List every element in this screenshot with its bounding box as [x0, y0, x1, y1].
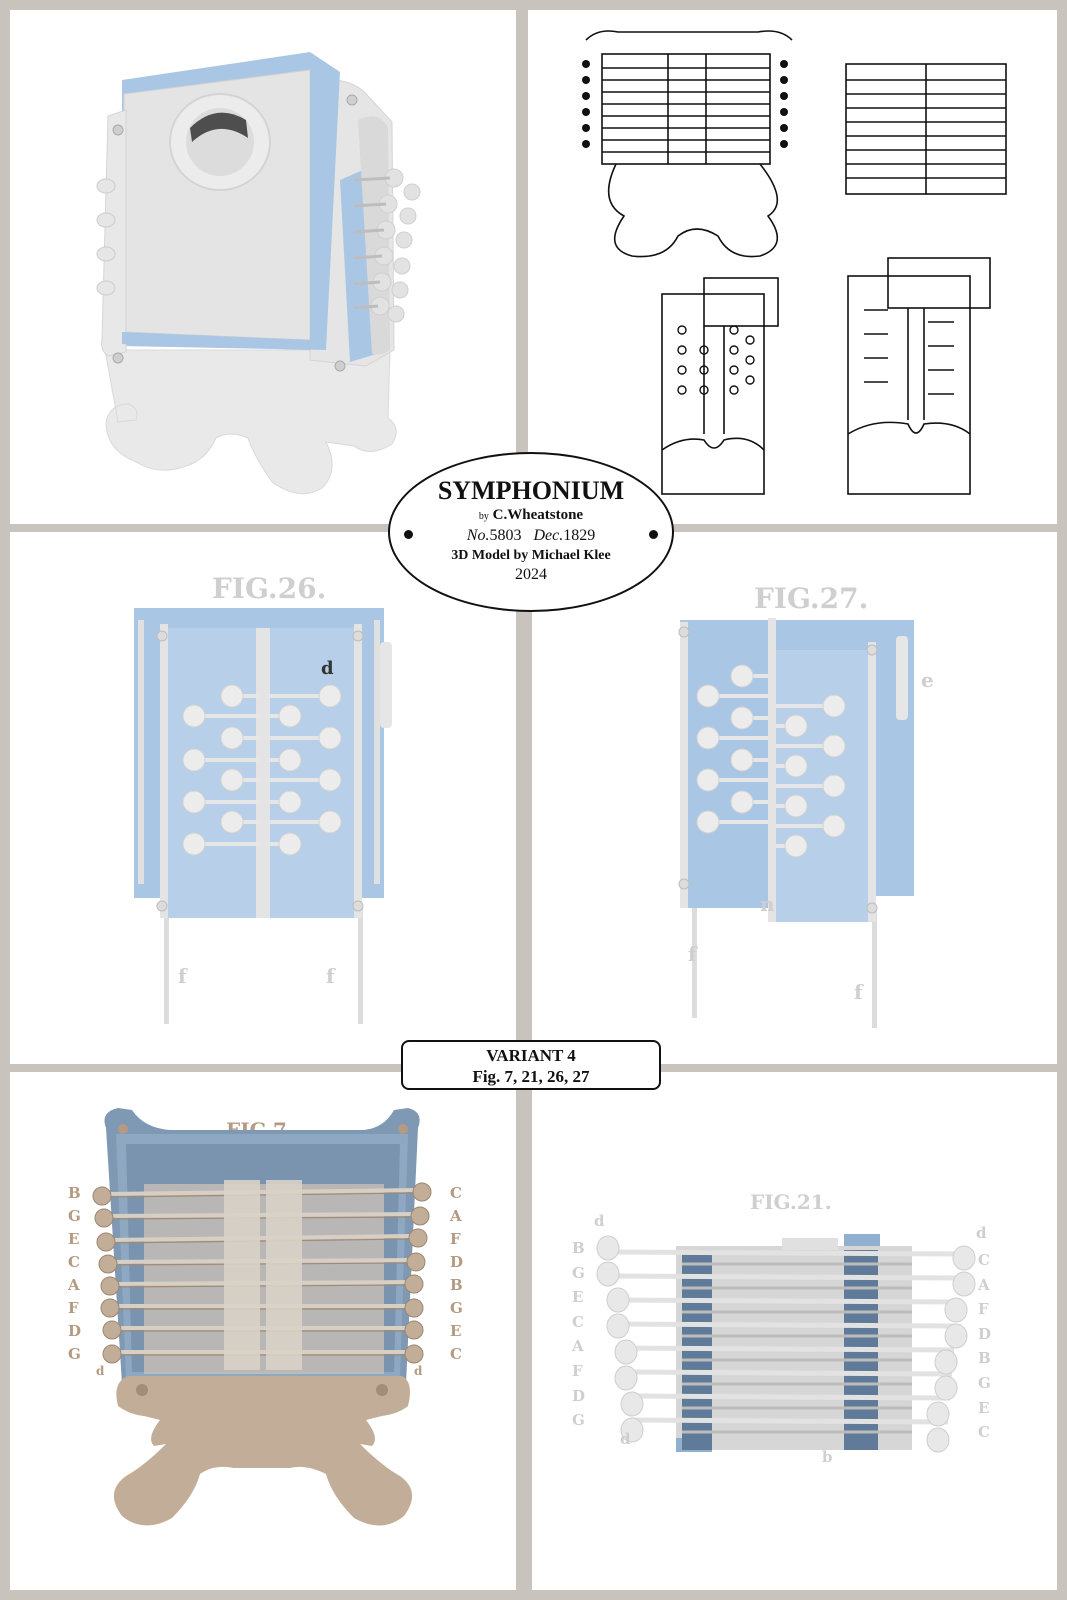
fig7-note-right: F — [450, 1228, 463, 1251]
fig21-note-right: B — [978, 1346, 991, 1371]
cartouche-author-name: C.Wheatstone — [493, 507, 583, 523]
fig21-note-left: G — [572, 1408, 585, 1433]
fig7-label-d-left: d — [96, 1364, 104, 1378]
panel-3d-model — [10, 10, 516, 524]
fig27-label-n: n — [760, 892, 775, 916]
fig26-render — [10, 532, 516, 1064]
cartouche-patent: No.5803 Dec.1829 — [390, 526, 672, 546]
fig7-note-right: A — [450, 1205, 463, 1228]
fig21-note-left: D — [572, 1384, 585, 1409]
variant-title: VARIANT 4 — [403, 1045, 659, 1066]
fig7-note-right: G — [450, 1297, 463, 1320]
title-cartouche: SYMPHONIUM by C.Wheatstone No.5803 Dec.1… — [388, 452, 674, 612]
fig27-label-f-right: f — [854, 980, 863, 1004]
fig7-note-right: C — [450, 1343, 463, 1366]
fig7-note-left: G — [68, 1343, 81, 1366]
fig7-note-right: B — [450, 1274, 463, 1297]
cartouche-author: by C.Wheatstone — [390, 506, 672, 526]
fig7-note-left: E — [68, 1228, 81, 1251]
fig21-note-right: G — [978, 1371, 991, 1396]
fig7-notes-right: C A F D B G E C — [450, 1182, 463, 1366]
fig26-label-f-right: f — [326, 964, 335, 988]
cartouche-dot-right — [649, 530, 658, 539]
variant-figures: Fig. 7, 21, 26, 27 — [403, 1066, 659, 1087]
fig21-note-left: C — [572, 1310, 585, 1335]
cartouche-title: SYMPHONIUM — [390, 476, 672, 506]
fig21-label-b: b — [822, 1448, 833, 1466]
fig26-label-f-left: f — [178, 964, 187, 988]
cartouche-number-prefix: No. — [467, 527, 490, 544]
fig7-note-left: F — [68, 1297, 81, 1320]
fig7-note-right: E — [450, 1320, 463, 1343]
fig7-note-left: G — [68, 1205, 81, 1228]
fig26-label-d: d — [321, 658, 334, 679]
fig21-label-d-bottom: d — [620, 1430, 631, 1448]
fig21-notes-left: B G E C A F D G — [572, 1236, 585, 1433]
fig21-label-d-top-right: d — [976, 1224, 987, 1242]
panel-fig27: FIG.27. — [532, 532, 1057, 1064]
fig21-note-right: D — [978, 1322, 991, 1347]
fig7-note-left: C — [68, 1251, 81, 1274]
cartouche-date-prefix: Dec. — [533, 527, 563, 544]
panel-fig7: FIG.7. — [10, 1072, 516, 1590]
patent-line-drawings — [528, 10, 1057, 524]
fig27-render — [532, 532, 1057, 1064]
fig21-note-right: F — [978, 1297, 991, 1322]
cartouche-by: by — [479, 511, 489, 522]
variant-box: VARIANT 4 Fig. 7, 21, 26, 27 — [401, 1040, 661, 1090]
fig21-note-right: A — [978, 1273, 991, 1298]
cartouche-date-year: 1829 — [563, 527, 595, 544]
fig21-label-d-top-left: d — [594, 1212, 605, 1230]
fig7-notes-left: B G E C A F D G — [68, 1182, 81, 1366]
fig21-note-right: C — [978, 1248, 991, 1273]
panel-fig21: FIG.21. B G — [532, 1072, 1057, 1590]
fig7-label-d-right: d — [414, 1364, 422, 1378]
fig7-note-right: C — [450, 1182, 463, 1205]
fig7-note-right: D — [450, 1251, 463, 1274]
fig21-note-right: C — [978, 1420, 991, 1445]
fig21-notes-right: C A F D B G E C — [978, 1248, 991, 1445]
panel-patent-drawings — [528, 10, 1057, 524]
fig7-note-left: B — [68, 1182, 81, 1205]
fig27-label-f-left: f — [688, 942, 697, 966]
cartouche-number: 5803 — [489, 527, 521, 544]
fig21-note-right: E — [978, 1396, 991, 1421]
fig21-note-left: B — [572, 1236, 585, 1261]
fig21-note-left: E — [572, 1285, 585, 1310]
symphonium-3d-render — [10, 10, 516, 524]
panel-fig26: FIG.26. — [10, 532, 516, 1064]
fig7-render — [10, 1072, 516, 1590]
fig7-note-left: D — [68, 1320, 81, 1343]
cartouche-credit-year: 2024 — [390, 565, 672, 585]
fig21-note-left: A — [572, 1334, 585, 1359]
fig27-label-e: e — [921, 668, 934, 692]
fig21-note-left: G — [572, 1261, 585, 1286]
fig21-note-left: F — [572, 1359, 585, 1384]
fig7-note-left: A — [68, 1274, 81, 1297]
cartouche-credit: 3D Model by Michael Klee — [390, 546, 672, 565]
cartouche-dot-left — [404, 530, 413, 539]
